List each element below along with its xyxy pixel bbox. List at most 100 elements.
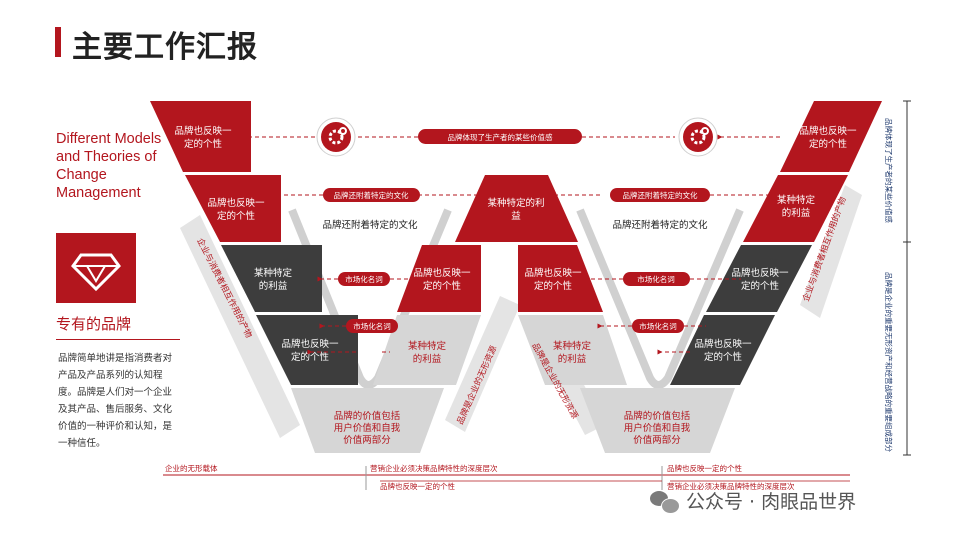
left-in1-l2: 定的个性 [423,280,462,292]
pill-culture-left-text: 品牌还附着特定的文化 [334,190,409,200]
side-label-bottom: 品牌是企业的重要无形资产和经营战略的重要组成部分 [884,272,894,452]
right-v-inner2 [518,315,627,385]
left-v-row3 [221,245,322,312]
svg-text:品牌的价值包括用户价值和自我价值两部分: 品牌的价值包括用户价值和自我价值两部分 [334,410,401,446]
right-in1-l1: 品牌也反映一 [524,267,582,279]
left-in1-l1: 品牌也反映一 [413,267,471,279]
side-bracket [903,100,911,456]
left-r3-l2: 的利益 [259,280,288,292]
page-title: 主要工作汇报 [72,30,258,65]
left-in2-l2: 的利益 [413,353,442,365]
left-v-inner2 [373,315,481,385]
culture-text-right: 品牌还附着特定的文化 [612,219,708,231]
svg-text:品牌也反映一定的个性: 品牌也反映一定的个性 [799,125,857,150]
right-r2-l2: 的利益 [782,207,811,219]
diag-arrow-left [180,215,300,438]
pill-market-2 [623,272,690,286]
svg-text:某种特定的利益: 某种特定的利益 [777,194,816,219]
pill-market-2-text: 市场化名词 [637,274,675,284]
timeline [163,466,850,490]
left-v-bottom [291,388,444,453]
svg-text:品牌也反映一定的个性: 品牌也反映一定的个性 [281,338,339,363]
watermark-text: 公众号 · 肉眼品世界 [686,491,857,513]
mid-top [455,175,578,242]
left-in2-l1: 某种特定 [408,340,447,352]
pill-market-4-text: 市场化名词 [639,321,677,331]
timeline-d: 品牌也反映一定的个性 [380,481,455,491]
brand-label: 专有的品牌 [56,315,132,333]
gear-icon [678,117,718,157]
right-bot-l2: 用户价值和自我 [624,422,691,434]
left-r4-l1: 品牌也反映一 [281,338,339,350]
diag-arrow-midleft [445,296,520,432]
left-v-row1 [150,101,251,172]
right-v-inner1 [518,245,603,312]
right-r1-l2: 定的个性 [809,138,848,150]
pill-culture-right-text: 品牌还附着特定的文化 [623,190,698,200]
mid-top-l2: 益 [511,210,521,222]
right-r1-l1: 品牌也反映一 [799,125,857,137]
title-accent-bar [55,27,61,57]
right-r3-l2: 定的个性 [741,280,780,292]
inner-v-right [576,208,744,389]
pill-market-3-text: 市场化名词 [353,321,391,331]
pill-top-text: 品牌体现了生产者的某些价值感 [448,132,553,142]
svg-text:品牌的价值包括用户价值和自我价值两部分: 品牌的价值包括用户价值和自我价值两部分 [624,410,691,446]
timeline-e: 营销企业必须决策品牌特性的深度层次 [667,481,795,491]
pill-market-1-text: 市场化名词 [345,274,383,284]
timeline-c: 品牌也反映一定的个性 [667,463,742,473]
svg-text:某种特定的利益: 某种特定的利益 [553,340,592,365]
right-v-row1 [780,101,882,172]
left-r4-l2: 定的个性 [291,351,330,363]
pill-market-4 [632,319,684,333]
svg-text:品牌也反映一定的个性: 品牌也反映一定的个性 [207,197,265,222]
watermark: 公众号 · 肉眼品世界 [650,487,856,514]
svg-text:某种特定的利益: 某种特定的利益 [254,267,293,292]
left-r2-l1: 品牌也反映一 [207,197,265,209]
left-v-row2 [185,175,281,242]
left-r2-l2: 定的个性 [217,210,256,222]
left-v-row4 [256,315,358,385]
culture-text-left: 品牌还附着特定的文化 [322,219,418,231]
right-bot-l3: 价值两部分 [633,434,681,446]
right-bot-l1: 品牌的价值包括 [624,410,691,422]
brand-icon-box [56,233,136,303]
brand-description: 品牌简单地讲是指消费者对产品及产品系列的认知程度。品牌是人们对一个企业及其产品、… [58,353,173,449]
right-r4-l2: 定的个性 [704,351,743,363]
pill-culture-left [323,188,420,202]
svg-text:品牌也反映一定的个性: 品牌也反映一定的个性 [174,125,232,150]
svg-text:品牌也反映一定的个性: 品牌也反映一定的个性 [694,338,752,363]
left-bot-l3: 价值两部分 [343,434,391,446]
pill-market-3 [346,319,398,333]
left-bot-l1: 品牌的价值包括 [334,410,401,422]
right-v-bottom [580,388,735,453]
diamond-icon [71,253,121,292]
right-r2-l1: 某种特定 [777,194,816,206]
svg-text:某种特定的利益: 某种特定的利益 [487,197,544,222]
brand-divider [56,339,180,340]
left-r1-l1: 品牌也反映一 [174,125,232,137]
side-label-top: 品牌体现了生产者的某些价值感 [884,118,894,223]
right-in1-l2: 定的个性 [534,280,573,292]
pill-market-1 [338,272,390,286]
pill-top [418,129,582,144]
mid-top-l1: 某种特定的利 [487,197,544,209]
svg-text:品牌也反映一定的个性: 品牌也反映一定的个性 [413,267,471,292]
right-v-row3 [706,245,812,312]
right-v-row4 [670,315,775,385]
svg-text:某种特定的利益: 某种特定的利益 [408,340,447,365]
left-bot-l2: 用户价值和自我 [334,422,401,434]
left-r1-l2: 定的个性 [184,138,223,150]
english-title: Different Models and Theories of Change … [56,131,162,201]
left-v-inner1 [397,245,481,312]
right-v-row2 [743,175,848,242]
left-r3-l1: 某种特定 [254,267,293,279]
pill-culture-right [610,188,710,202]
timeline-a: 企业的无形载体 [165,463,218,473]
right-r3-l1: 品牌也反映一 [731,267,789,279]
svg-text:品牌也反映一定的个性: 品牌也反映一定的个性 [524,267,582,292]
right-in2-l2: 的利益 [558,353,587,365]
gear-icon [316,117,356,157]
right-in2-l1: 某种特定 [553,340,592,352]
